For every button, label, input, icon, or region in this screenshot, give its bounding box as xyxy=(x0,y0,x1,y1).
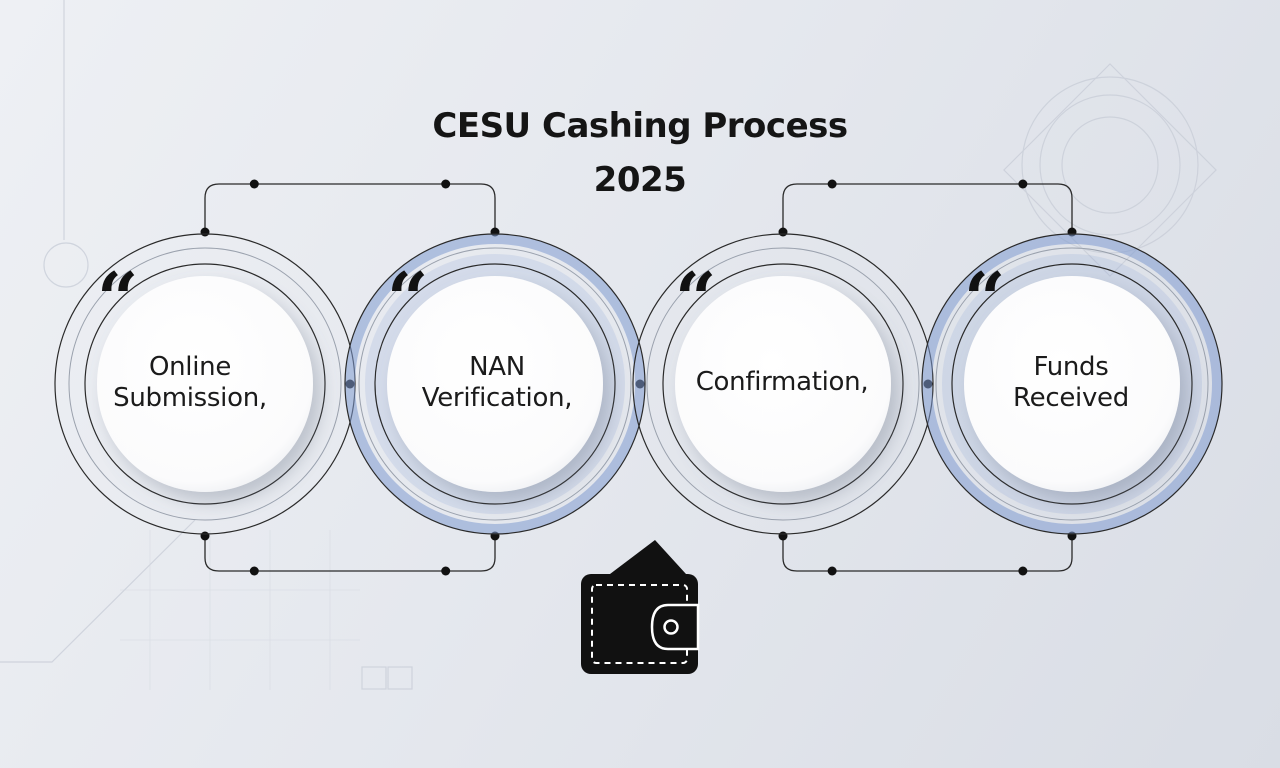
step-3-inner-ring xyxy=(662,263,904,505)
wallet-icon xyxy=(581,540,700,674)
step-3-label: Confirmation, xyxy=(667,367,897,398)
step-2-label-line1: NAN xyxy=(469,352,525,382)
connector-node xyxy=(249,566,259,576)
step-4-circle-group xyxy=(921,233,1223,535)
step-4-quote-icon: “ xyxy=(964,256,1005,341)
connector-node xyxy=(778,227,788,237)
bracket-bottom-1 xyxy=(204,536,496,572)
step-1-label-line1: Online xyxy=(148,352,232,382)
connector-node xyxy=(778,531,788,541)
quote-icons: “ “ “ “ xyxy=(97,256,1005,341)
step-1-quote-icon: “ xyxy=(97,256,138,341)
connector-node xyxy=(827,566,837,576)
step-3-core xyxy=(675,276,891,492)
step-2-quote-icon: “ xyxy=(387,256,428,341)
step-1-label: Online Submission, xyxy=(75,352,305,414)
step-1-core xyxy=(97,276,313,492)
step-2-label: NAN Verification, xyxy=(382,352,612,414)
step-circles xyxy=(54,233,1223,535)
step-2-outer-ring xyxy=(344,233,646,535)
step-4-inner-ring xyxy=(951,263,1193,505)
step-4-mid-ring xyxy=(935,247,1209,521)
step-2-inner-ring xyxy=(374,263,616,505)
step-4-label: Funds Received xyxy=(956,352,1186,414)
step-2-mid-ring xyxy=(358,247,632,521)
step-4-core xyxy=(964,276,1180,492)
background-grid xyxy=(120,530,360,690)
diagram-title: CESU Cashing Process xyxy=(432,106,848,146)
step-4-outer-ring xyxy=(921,233,1223,535)
step-4-label-line1: Funds xyxy=(1033,352,1109,382)
connector-node xyxy=(1018,179,1028,189)
step-4-label-line2: Received xyxy=(1013,383,1129,413)
step-4-accent-ring xyxy=(922,234,1222,534)
step-2-accent-ring xyxy=(345,234,645,534)
connector-node xyxy=(441,566,451,576)
connector-node xyxy=(441,179,451,189)
bracket-top-1 xyxy=(204,183,496,232)
diagram-subtitle-year: 2025 xyxy=(593,160,687,200)
step-3-mid-ring xyxy=(646,247,920,521)
step-1-inner-ring xyxy=(84,263,326,505)
step-3-circle-group xyxy=(632,233,934,535)
bracket-top-2 xyxy=(782,183,1073,232)
step-3-quote-icon: “ xyxy=(675,256,716,341)
connector-node xyxy=(249,179,259,189)
step-2-label-line2: Verification, xyxy=(421,383,573,413)
step-3-label-line2: Confirmation, xyxy=(695,367,869,397)
step-1-mid-ring xyxy=(68,247,342,521)
connector-node xyxy=(200,531,210,541)
step-3-outer-ring xyxy=(632,233,934,535)
bracket-bottom-2 xyxy=(782,536,1073,572)
connector-node xyxy=(1018,566,1028,576)
step-1-label-line2: Submission, xyxy=(113,383,267,413)
connector-node xyxy=(827,179,837,189)
step-2-circle-group xyxy=(344,233,646,535)
step-2-core xyxy=(387,276,603,492)
connector-node xyxy=(200,227,210,237)
